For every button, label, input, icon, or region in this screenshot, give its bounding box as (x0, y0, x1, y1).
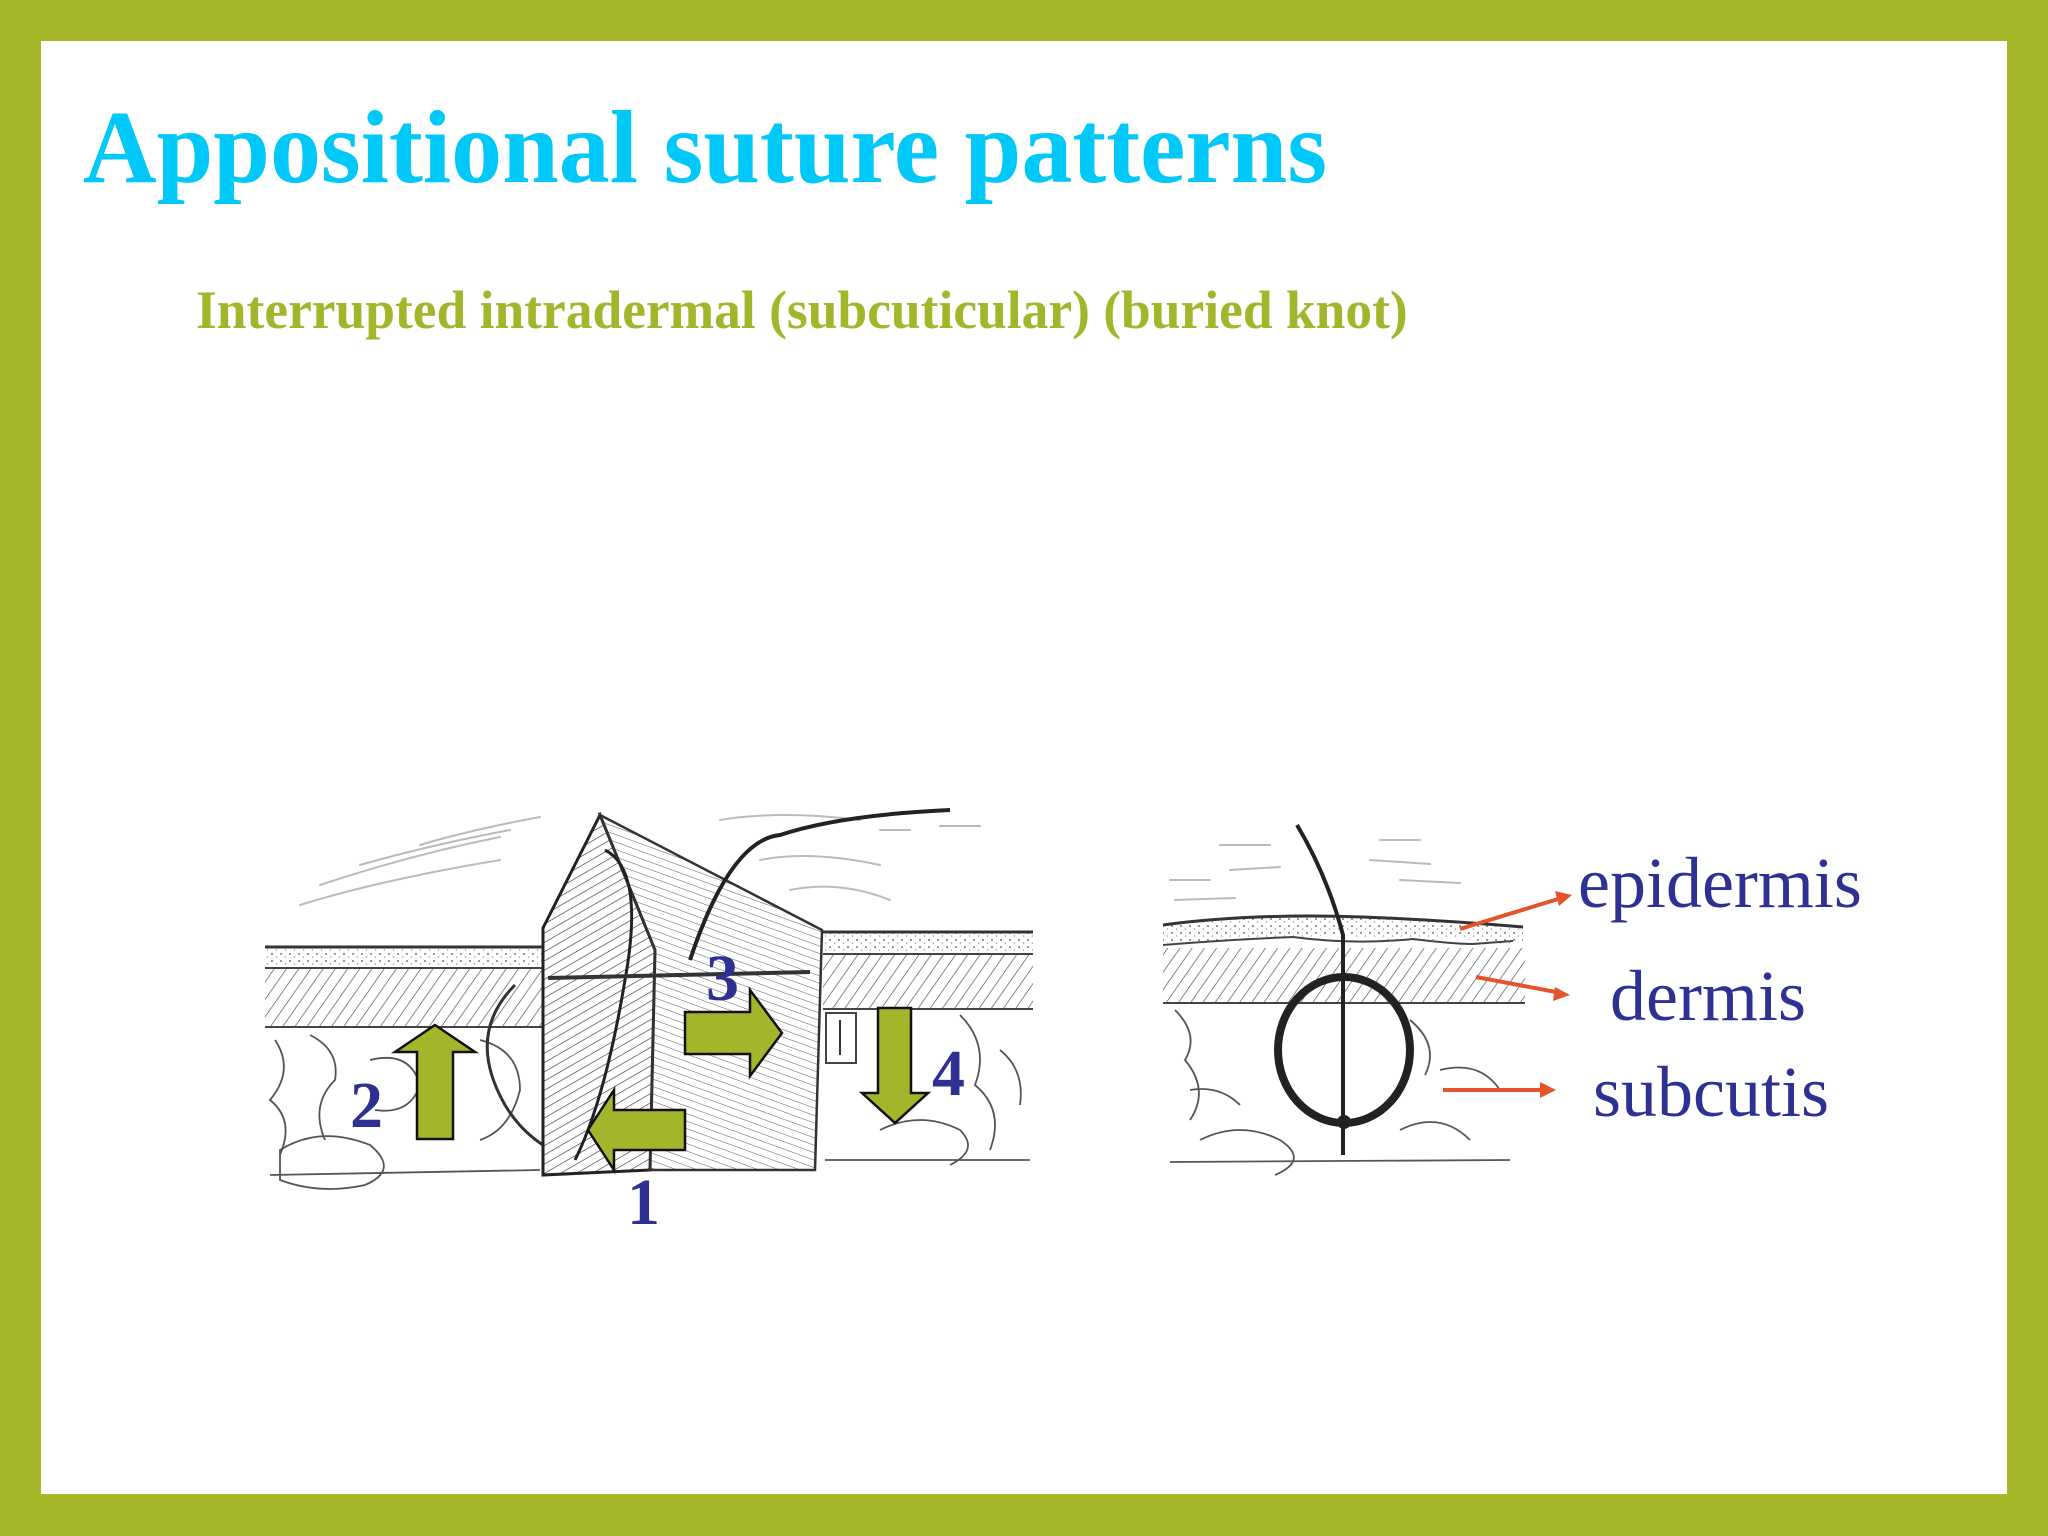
step-number-3: 3 (706, 942, 739, 1015)
epidermis-pointer-arrow-icon (1459, 891, 1572, 931)
left-skin-diagram (265, 808, 1033, 1190)
step-number-1: 1 (627, 1166, 660, 1239)
step-1-left-arrow-icon (586, 1085, 687, 1175)
slide-title: Appositional suture patterns (83, 90, 1328, 205)
label-dermis: dermis (1610, 956, 1806, 1036)
dermis-pointer-arrow-icon (1475, 975, 1570, 1001)
right-skin-diagram (1162, 823, 1525, 1176)
step-number-2: 2 (350, 1069, 383, 1142)
step-2-up-arrow-icon (390, 1023, 480, 1141)
step-number-4: 4 (932, 1037, 965, 1110)
label-subcutis: subcutis (1593, 1052, 1830, 1132)
subcutis-pointer-arrow-icon (1443, 1082, 1556, 1098)
slide-subtitle: Interrupted intradermal (subcuticular) (… (196, 280, 1408, 340)
step-3-right-arrow-icon (683, 986, 784, 1080)
step-arrows (390, 986, 932, 1175)
label-epidermis: epidermis (1578, 843, 1862, 923)
slide (41, 41, 2007, 1494)
pointer-arrows (1443, 891, 1572, 1098)
step-4-down-arrow-icon (858, 1006, 932, 1125)
